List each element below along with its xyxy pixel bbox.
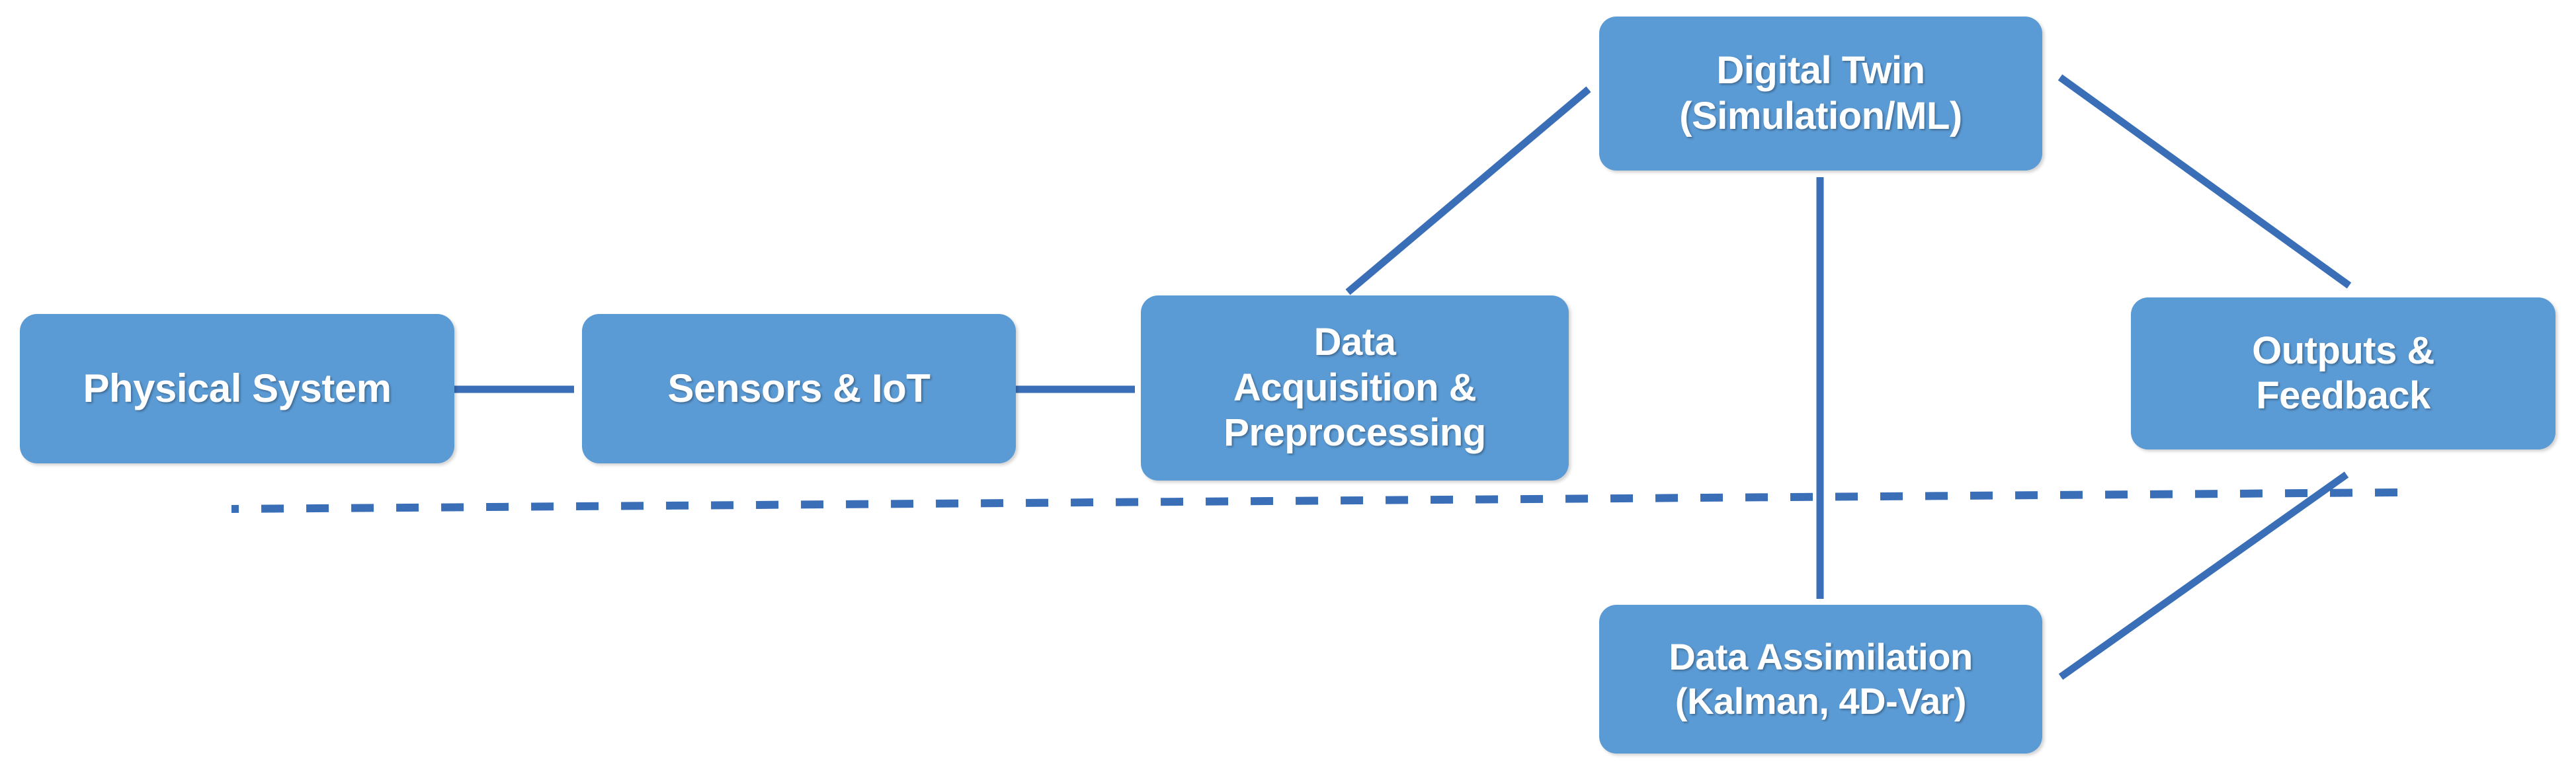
node-physical-system[interactable]: Physical System (20, 314, 454, 463)
edge-digital-twin-to-outputs (2057, 74, 2352, 289)
node-sensors-iot[interactable]: Sensors & IoT (582, 314, 1016, 463)
node-data-assimilation[interactable]: Data Assimilation (Kalman, 4D-Var) (1599, 605, 2042, 754)
node-data-assimilation-label: Data Assimilation (Kalman, 4D-Var) (1669, 636, 1973, 722)
node-data-acquisition-label: Data Acquisition & Preprocessing (1224, 321, 1486, 455)
node-digital-twin-label: Digital Twin (Simulation/ML) (1679, 49, 1962, 137)
node-sensors-iot-label: Sensors & IoT (667, 366, 931, 410)
node-digital-twin[interactable]: Digital Twin (Simulation/ML) (1599, 17, 2042, 171)
node-physical-system-label: Physical System (83, 366, 392, 410)
node-outputs-feedback-label: Outputs & Feedback (2252, 329, 2434, 417)
node-outputs-feedback[interactable]: Outputs & Feedback (2131, 297, 2555, 449)
node-data-acquisition[interactable]: Data Acquisition & Preprocessing (1141, 295, 1569, 481)
edge-acquisition-to-digital-twin (1345, 86, 1591, 295)
edge-assimilation-to-feedback-line (2058, 471, 2349, 680)
edge-feedback-loop (231, 488, 2398, 513)
